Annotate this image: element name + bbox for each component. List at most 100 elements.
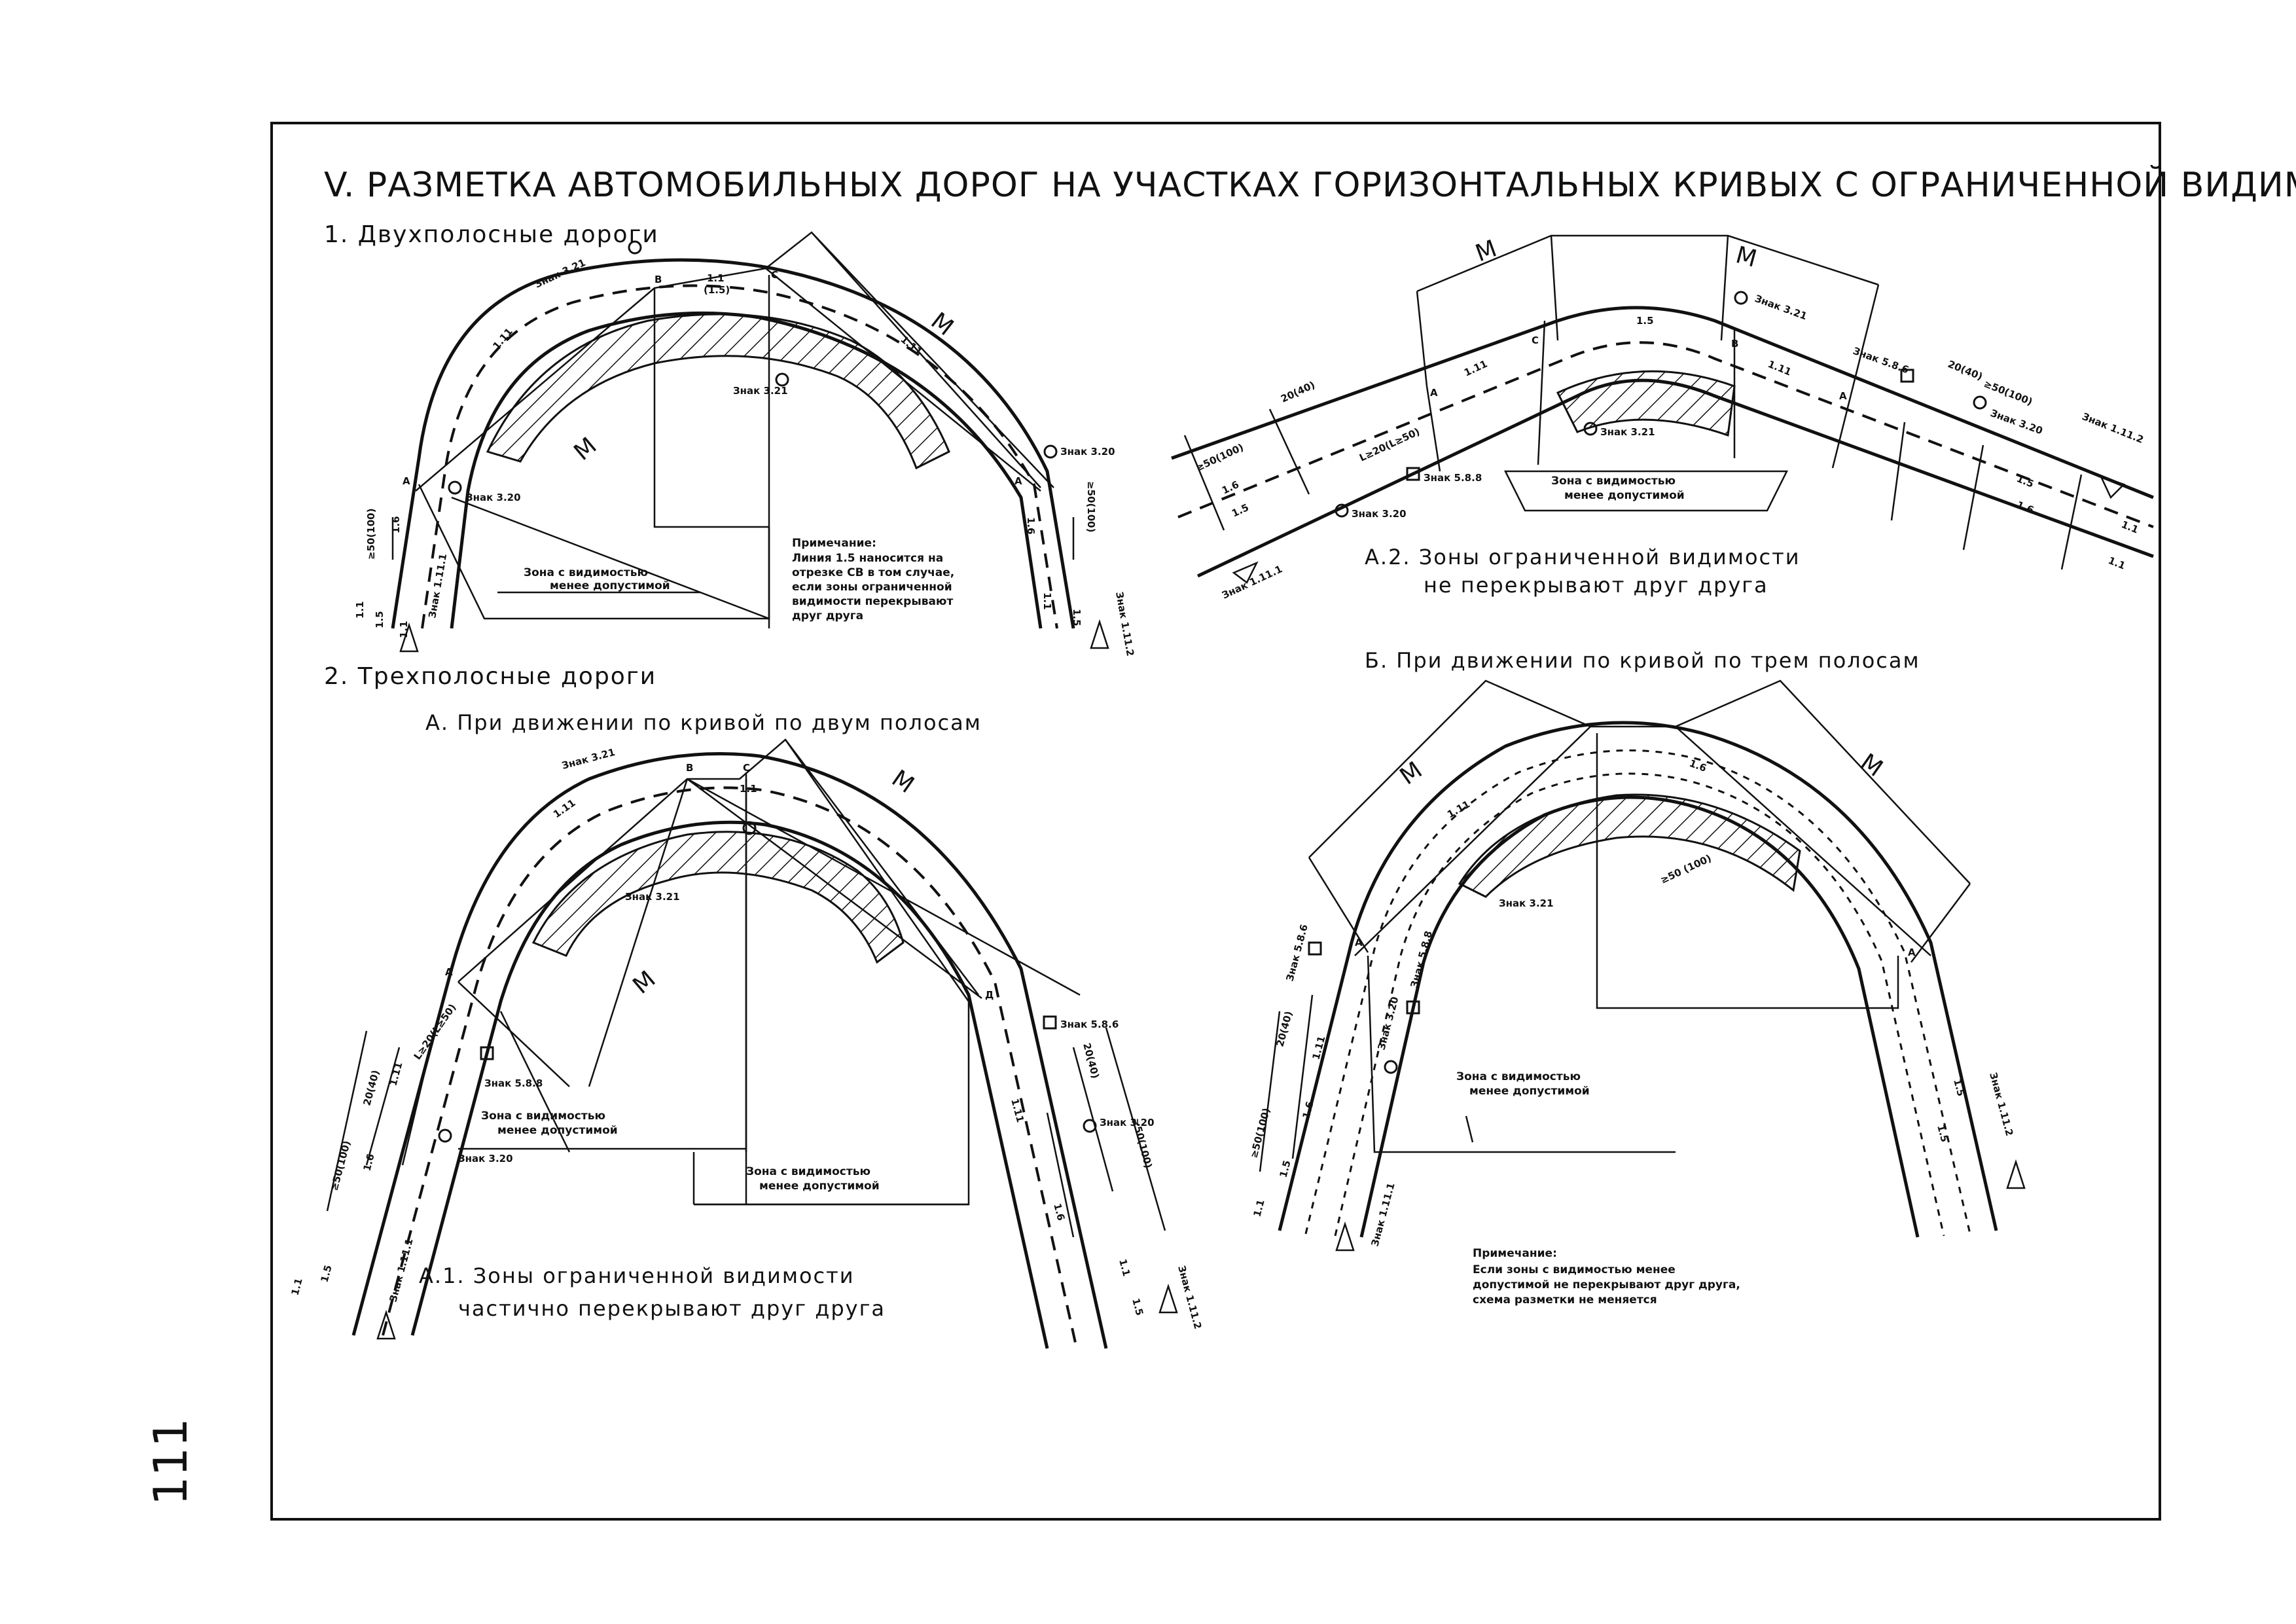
3l-d20-l: 20(40) (361, 1069, 382, 1107)
point-b: В (655, 274, 662, 285)
arrow-a2-left-icon (1232, 561, 1259, 584)
a2-d50-r: ≥50(100) (1982, 378, 2034, 408)
3l-l15-br: 1.5 (1130, 1297, 1145, 1316)
a2-caption-1: А.2. Зоны ограниченной видимости (1365, 545, 1801, 569)
sign-3-20-left-icon (448, 480, 462, 495)
sign-5-8-6-b-icon (1308, 941, 1322, 956)
b-label-m1: М (1395, 756, 1429, 791)
3l-point-a: А (445, 966, 453, 978)
b-zone-label-1: Зона с видимостью (1456, 1070, 1581, 1083)
a2-zone-label-2: менее допустимой (1564, 489, 1685, 502)
3l-sign-1111: Знак 1.11.1 (387, 1237, 415, 1303)
b-l15-r: 1.5 (1951, 1077, 1967, 1097)
obstacle-3l (531, 831, 905, 964)
sign-5-8-6-3l-icon (1043, 1015, 1057, 1030)
point-a-left: А (403, 475, 410, 487)
dim-3l-right (1046, 1027, 1166, 1238)
3l-d20-r: 20(40) (1081, 1041, 1102, 1079)
section-a2: М М 1.5 Знак 3.21 Знак 3.21 Знак 5.8.6 З… (1171, 234, 2154, 602)
arrow-a2-right-icon (2099, 475, 2126, 499)
3l-d50-l: ≥50(100) (328, 1140, 353, 1192)
sign-5-8-8-a2-icon (1406, 467, 1420, 481)
sight-lines-b (1308, 679, 1971, 1153)
road-outer-edge (391, 258, 1075, 629)
label-m1: М (569, 431, 603, 466)
a2-label-m2: М (1733, 242, 1761, 273)
3l-sign-391: Знак 3.21 (560, 746, 616, 772)
label-l11-br: 1.1 (1041, 592, 1053, 610)
b-l15-r2: 1.5 (1935, 1123, 1950, 1143)
b-point-a2: А (1908, 947, 1916, 958)
3l-l111-l: 1.11 (387, 1061, 404, 1087)
3l-zone-l-2: менее допустимой (497, 1124, 618, 1137)
a2-label-m1: М (1472, 235, 1501, 268)
note-line-4: видимости перекрывают (792, 595, 953, 608)
label-l15-bl: 1.5 (374, 611, 386, 628)
3l-l16-l: 1.6 (361, 1153, 376, 1172)
3l-point-b: В (686, 762, 693, 774)
3l-sign-320-r: Знак 3.20 (1100, 1117, 1155, 1128)
sign-3-20-l-3l-icon (438, 1128, 452, 1143)
a2-l16-l: 1.6 (1220, 478, 1241, 497)
lane-line-b-1 (1304, 749, 1971, 1235)
b-note-block: Примечание: Если зоны с видимостью менее… (1473, 1247, 1740, 1307)
a2-sign-321-top: Знак 3.21 (1753, 293, 1809, 322)
b-point-a: А (1355, 937, 1363, 948)
lane-line-b-2 (1334, 772, 1945, 1236)
a2-d20-r: 20(40) (1946, 358, 1984, 382)
road-outer-edge-3l (351, 752, 1108, 1349)
section-b: Б. При движении по кривой по трем полоса… (1247, 648, 2026, 1307)
label-m2: М (925, 308, 959, 342)
b-l16-top: 1.6 (1688, 757, 1708, 774)
b-sign-588: Знак 5.8.8 (1408, 929, 1434, 989)
sign-3-21-mid-a2-icon (1583, 422, 1598, 436)
b-d50-l: ≥50(100) (1247, 1107, 1272, 1159)
3l-l11-bl: 1.1 (289, 1277, 304, 1297)
note-title: Примечание: (792, 537, 876, 550)
3l-l16-r: 1.6 (1051, 1202, 1067, 1221)
3l-l111-r: 1.11 (1009, 1097, 1026, 1123)
sight-lines-a2 (1416, 234, 1880, 512)
b-sign-586: Знак 5.8.6 (1283, 923, 1310, 983)
3l-sign-588: Знак 5.8.8 (484, 1077, 543, 1089)
page-number: 111 (144, 1418, 198, 1506)
a2-l15-l: 1.5 (1230, 501, 1251, 520)
label-l16-right: 1.6 (1025, 517, 1037, 535)
sign-3-20-r-a2-icon (1973, 395, 1987, 410)
3l-l11-br: 1.1 (1117, 1257, 1132, 1277)
3l-point-d: Д (985, 989, 994, 1001)
dim-a2-left (1183, 386, 1441, 531)
a2-point-c: С (1532, 334, 1539, 346)
arrow-left-icon (399, 622, 419, 653)
note-line-3: если зоны ограниченной (792, 581, 952, 594)
sign-3-21-3l-icon (742, 821, 757, 835)
b-note-line-1: Если зоны с видимостью менее (1473, 1263, 1676, 1276)
a2-point-a2: А (1839, 390, 1847, 402)
zone-label-1: Зона с видимостью (524, 566, 648, 579)
label-l11-bl2: 1.1 (398, 621, 410, 638)
centerline-a2 (1177, 341, 2154, 528)
a2-sign-588: Знак 5.8.8 (1424, 472, 1482, 484)
dim-a2-right (1890, 422, 2083, 570)
a2-lam: L≥20(L≥50) (1357, 425, 1422, 463)
sign-3-20-right-icon (1043, 444, 1058, 459)
a2-label-l15: 1.5 (1636, 315, 1654, 327)
page-title: V. РАЗМЕТКА АВТОМОБИЛЬНЫХ ДОРОГ НА УЧАСТ… (324, 165, 2296, 205)
note-line-1: Линия 1.5 наносится на (792, 552, 943, 565)
note-line-2: отрезке СВ в том случае, (792, 566, 954, 579)
3l-zone-l-1: Зона с видимостью (481, 1110, 605, 1123)
zone-label-2: менее допустимой (550, 579, 670, 592)
a2-sign-320-r: Знак 3.20 (1989, 407, 2045, 437)
a2-point-a: А (1430, 387, 1438, 399)
section1-heading: 1. Двухполосные дороги (324, 221, 659, 248)
road-inner-edge (450, 311, 1043, 629)
b-sign-321: Знак 3.21 (1499, 897, 1554, 909)
label-d50-right: ≥50(100) (1085, 481, 1097, 532)
sign-3-20-b-icon (1384, 1060, 1398, 1074)
a2-sign-1112: Знак 1.11.2 (2081, 410, 2145, 446)
label-sign-320-left: Знак 3.20 (466, 492, 521, 503)
section2-heading: 2. Трехполосные дороги (324, 663, 656, 690)
arrow-b-left-icon (1335, 1221, 1355, 1252)
a2-point-b: В (1731, 338, 1738, 350)
a2-l111-b: 1.11 (1767, 358, 1793, 378)
